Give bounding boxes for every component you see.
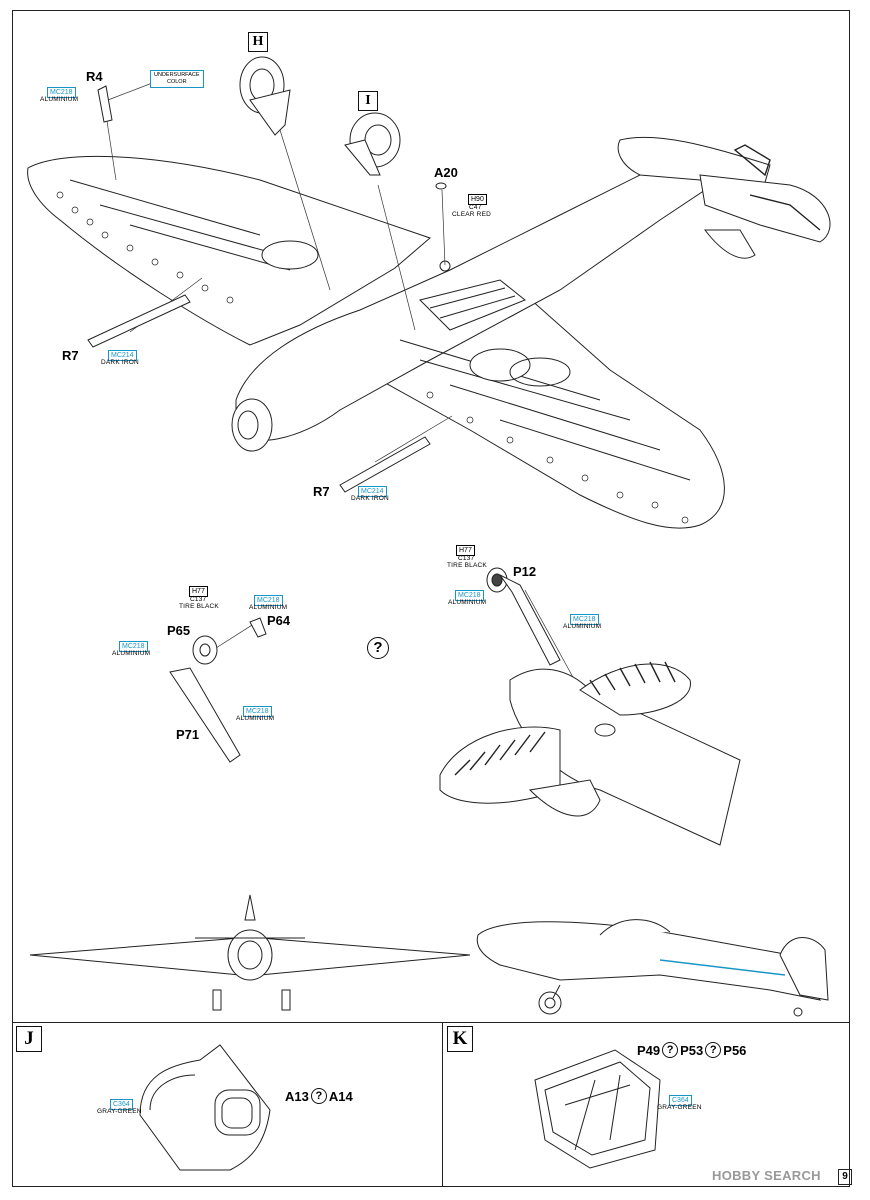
watermark: HOBBY SEARCH [712,1168,821,1183]
front-view-drawing [29,894,471,1011]
hatch-detail-k [534,1049,661,1169]
part-a20: A20 [434,165,458,180]
paint-name-r7-right: DARK IRON [351,495,389,502]
part-a13: A13 [285,1088,309,1104]
step-label-j: J [16,1026,42,1052]
callout-line2: COLOR [166,79,187,85]
step-label-i: I [358,91,378,111]
paint-code-p12-h77: H77 [456,545,475,556]
paint-name-j: GRAY-GREEN [97,1108,142,1115]
optional-symbol-k2: ? [705,1042,722,1058]
section-divider-vertical [442,1022,443,1187]
part-r7-left: R7 [62,348,79,363]
paint-name-r7-left: DARK IRON [101,359,139,366]
part-p56: P56 [723,1042,747,1058]
paint-code-p12-hub: MC218 [455,590,484,601]
paint-name-p65-hub: ALUMINIUM [112,650,151,657]
paint-name-p12-tire: TIRE BLACK [447,562,487,569]
paint-code-r7-left: MC214 [108,350,137,361]
parts-combo-k: P49 ? P53 ? P56 [637,1042,746,1058]
part-r7-right: R7 [313,484,330,499]
paint-name-a20: CLEAR RED [452,211,492,218]
paint-name-k: GRAY-GREEN [657,1104,702,1111]
step-label-k: K [447,1026,473,1052]
main-wheel-h [239,56,291,136]
paint-name-r4: ALUMINIUM [40,96,79,103]
paint-code-p65-c137: C137 [190,596,207,603]
part-p12: P12 [513,564,537,579]
parts-combo-j: A13 ? A14 [285,1088,353,1104]
spitfire-underside-drawing [27,136,831,529]
paint-code-j: C364 [110,1099,133,1110]
paint-code-r7-right: MC214 [358,486,387,497]
canopy-detail-j [139,1044,271,1171]
optional-symbol-j: ? [310,1088,327,1104]
part-p49: P49 [637,1042,661,1058]
paint-code-p64: MC218 [254,595,283,606]
part-p53: P53 [680,1042,704,1058]
paint-code-r4: MC218 [47,87,76,98]
paint-name-p12-hub: ALUMINIUM [448,599,487,606]
paint-code-p65-hub: MC218 [119,641,148,652]
paint-code-k: C364 [669,1095,692,1106]
paint-code-p12-leg: MC218 [570,614,599,625]
p12-tailwheel [486,567,561,666]
part-r4: R4 [86,69,103,84]
step-label-h: H [248,32,268,52]
page-frame [12,10,850,1187]
side-view-drawing [476,919,829,1017]
page-number: 9 [838,1169,852,1185]
part-a14: A14 [328,1088,353,1104]
callout-undersurface: UNDERSURFACE COLOR [150,70,204,88]
part-p64: P64 [267,613,291,628]
optional-symbol-k1: ? [662,1042,679,1058]
paint-code-p65-h77: H77 [189,586,208,597]
paint-name-p71: ALUMINIUM [236,715,275,722]
paint-code-p71: MC218 [243,706,272,717]
section-divider-horizontal [12,1022,850,1023]
part-p65: P65 [167,623,191,638]
paint-name-p12-leg: ALUMINIUM [563,623,602,630]
optional-symbol: ? [367,637,389,659]
callout-line1: UNDERSURFACE [154,72,200,78]
paint-name-p65-tire: TIRE BLACK [179,603,219,610]
r7-barrels [87,294,431,493]
paint-code-a20-h90: H90 [468,194,487,205]
part-p71: P71 [176,727,200,742]
paint-code-p12-c137: C137 [458,555,475,562]
tail-section-drawing [439,661,741,846]
paint-name-p64: ALUMINIUM [249,604,288,611]
paint-code-a20-c47: C47 [469,204,482,211]
main-wheel-i [344,112,401,176]
tail-wheel-parts [169,617,267,763]
